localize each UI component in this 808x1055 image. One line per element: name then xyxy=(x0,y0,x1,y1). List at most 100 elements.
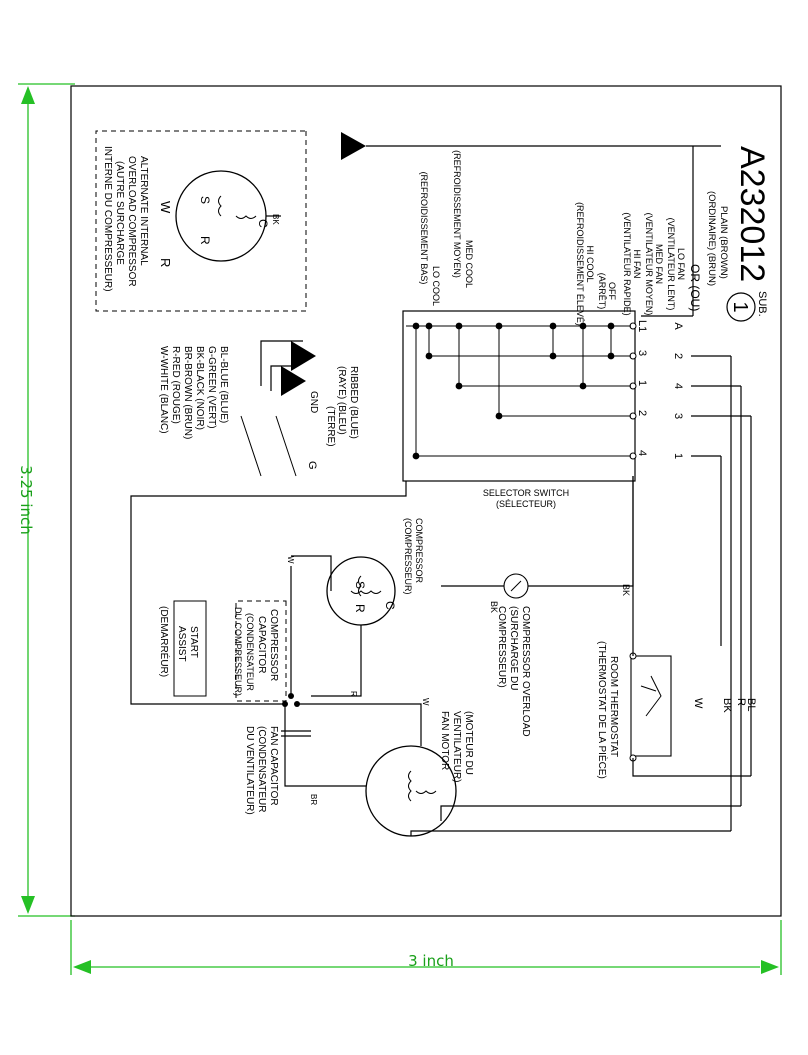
comp-cap-dashed xyxy=(235,600,287,702)
start-assist-line-2: ASSIST xyxy=(176,626,187,662)
switch-term-1: 1 xyxy=(636,380,648,386)
line-label-2: 2 xyxy=(672,353,684,359)
dimension-height-label: 3.25 inch xyxy=(17,465,35,535)
fan-motor-line-3: FAN MOTOR xyxy=(439,711,450,770)
pos-2-line-2: (VENTILATEUR MOYEN) xyxy=(644,213,654,316)
selector-switch-line-1: SELECTOR SWITCH xyxy=(483,488,569,498)
switch-term-4: 4 xyxy=(636,450,648,456)
wire-color-legend: BL-BLUE (BLUE) G-GREEN (VERT) BK-BLACK (… xyxy=(158,346,229,439)
alternate-overload-box xyxy=(95,130,307,312)
alt-s: S xyxy=(198,196,212,204)
line-label-4: 4 xyxy=(672,383,684,389)
ground-line-1: RIBBED (BLUE) xyxy=(348,366,359,439)
fan-motor-line-2: VENTILATEUR) xyxy=(451,711,462,783)
switch-contacts xyxy=(406,322,631,460)
sub-label: SUB. xyxy=(756,291,768,317)
dimension-width-label: 3 inch xyxy=(408,952,454,970)
pos-2-line-1: MED FAN xyxy=(654,244,664,284)
pos-4-line-2: (ARRÊT) xyxy=(597,273,607,310)
or-label: OR (OU) xyxy=(688,264,702,311)
overload-line-3: COMPRESSEUR) xyxy=(496,606,507,688)
wire-label-r: R xyxy=(735,698,747,706)
pos-3-line-1: HI FAN xyxy=(632,249,642,278)
line-label-1: 1 xyxy=(672,453,684,459)
legend-item-1: BL-BLUE (BLUE) xyxy=(218,346,229,423)
line-label-a: A xyxy=(672,322,684,330)
alt-bk: BK xyxy=(271,214,280,225)
compressor-w: W xyxy=(286,556,295,564)
alt-overload-line-1: ALTERNATE INTERNAL xyxy=(138,156,149,266)
start-assist-line-3: (DEMARRÉUR) xyxy=(158,606,171,677)
legend-item-4: BR-BROWN (BRUN) xyxy=(182,346,193,439)
ground-line-2: (RAYE) (BLEU) xyxy=(336,366,347,435)
drawing-frame xyxy=(70,85,782,917)
comp-cap-line-2: CAPACITOR xyxy=(256,616,267,673)
switch-term-2: 2 xyxy=(636,410,648,416)
alt-overload-line-3: (AUTRE SURCHARGE xyxy=(114,161,125,265)
pos-5-line-1: HI COOL xyxy=(585,245,595,282)
overload-bk-side: BK xyxy=(489,601,499,613)
thermostat-line-2: (THERMOSTAT DE LA PIÈCE) xyxy=(596,641,609,779)
pos-6-line-1: MED COOL xyxy=(464,240,474,288)
compressor-r: R xyxy=(353,604,367,613)
plain-line-1: PLAIN (BROWN) xyxy=(718,206,729,279)
supply-arrow xyxy=(341,132,721,160)
compressor-line-2: (COMPRESSEUR) xyxy=(403,518,413,595)
alt-w: W xyxy=(158,201,173,214)
start-assist-line-1: START xyxy=(188,626,199,658)
compressor-overload xyxy=(441,476,634,599)
alt-overload-line-4: INTERNE DU COMPRESSEUR) xyxy=(102,146,113,292)
wire-label-bl: BL xyxy=(745,698,757,711)
alternate-overload-compressor xyxy=(175,170,281,262)
fan-cap-line-1: FAN CAPACITOR xyxy=(268,726,279,806)
pos-4-line-1: OFF xyxy=(607,282,617,300)
compressor-s: S xyxy=(353,581,367,589)
pos-6-line-2: (REFROIDISSEMENT MOYEN) xyxy=(452,150,462,278)
alt-r: R xyxy=(198,236,212,245)
pos-1-line-1: LO FAN xyxy=(676,248,686,280)
comp-cap-line-1: COMPRESSOR xyxy=(268,609,279,681)
fan-motor-line-1: (MOTEUR DU xyxy=(463,711,474,775)
model-number: A232012 xyxy=(733,146,771,282)
diagram-content: A232012 SUB. 1 PLAIN (BROWN) (ORDINAIRE)… xyxy=(95,130,771,837)
overload-line-2: (SURCHARGE DU xyxy=(508,606,519,690)
fan-br: BR xyxy=(309,794,318,805)
fan-cap-line-3: DU VENTILATEUR) xyxy=(244,726,255,815)
pos-7-line-2: (REFROIDISSEMENT BAS) xyxy=(419,172,429,285)
room-thermostat xyxy=(630,655,672,757)
alt-overload-line-2: OVERLOAD COMPRESSOR xyxy=(126,156,137,287)
thermostat-line-1: ROOM THERMOSTAT xyxy=(608,656,619,757)
compressor-r-wire: R xyxy=(349,691,358,697)
wire-label-w: W xyxy=(692,698,704,709)
selector-switch xyxy=(402,310,636,482)
line-label-3: 3 xyxy=(672,413,684,419)
overload-line-1: COMPRESSOR OVERLOAD xyxy=(520,606,531,737)
switch-term-l1: L1 xyxy=(636,320,648,332)
legend-item-2: G-GREEN (VERT) xyxy=(206,346,217,429)
pos-7-line-1: LO COOL xyxy=(431,266,441,306)
legend-item-5: R-RED (ROUGE) xyxy=(170,346,181,424)
fan-cap-line-2: (CONDENSATEUR xyxy=(256,726,267,812)
compressor xyxy=(326,556,396,626)
dimension-lines xyxy=(18,83,782,975)
alt-r2: R xyxy=(158,258,173,267)
pos-3-line-2: (VENTILATEUR RAPIDE) xyxy=(622,212,632,315)
ground-gnd: GND xyxy=(308,391,319,413)
start-assist-box xyxy=(173,600,207,697)
legend-item-3: BK-BLACK (NOIR) xyxy=(194,346,205,430)
alt-c: C xyxy=(256,219,270,228)
overload-bk-top: BK xyxy=(621,584,631,596)
ground-g: G xyxy=(306,461,318,470)
wire-label-bk: BK xyxy=(721,698,733,713)
pos-5-line-2: (REFROIDISSEMENT ÉLEVÉ) xyxy=(575,202,585,326)
legend-item-6: W-WHITE (BLANC) xyxy=(158,346,169,434)
switch-position-labels: LO FAN (VENTILATEUR LENT) MED FAN (VENTI… xyxy=(419,150,686,326)
fan-w: W xyxy=(421,698,430,706)
compressor-c: C xyxy=(383,601,397,610)
compressor-line-1: COMPRESSOR xyxy=(414,518,424,584)
ground-line-3: (TERRE) xyxy=(325,406,336,447)
comp-cap-line-4: DU COMPRESSEUR) xyxy=(233,607,243,696)
plain-line-2: (ORDINAIRE) (BRUN) xyxy=(706,191,717,286)
selector-switch-line-2: (SÉLECTEUR) xyxy=(496,499,556,509)
